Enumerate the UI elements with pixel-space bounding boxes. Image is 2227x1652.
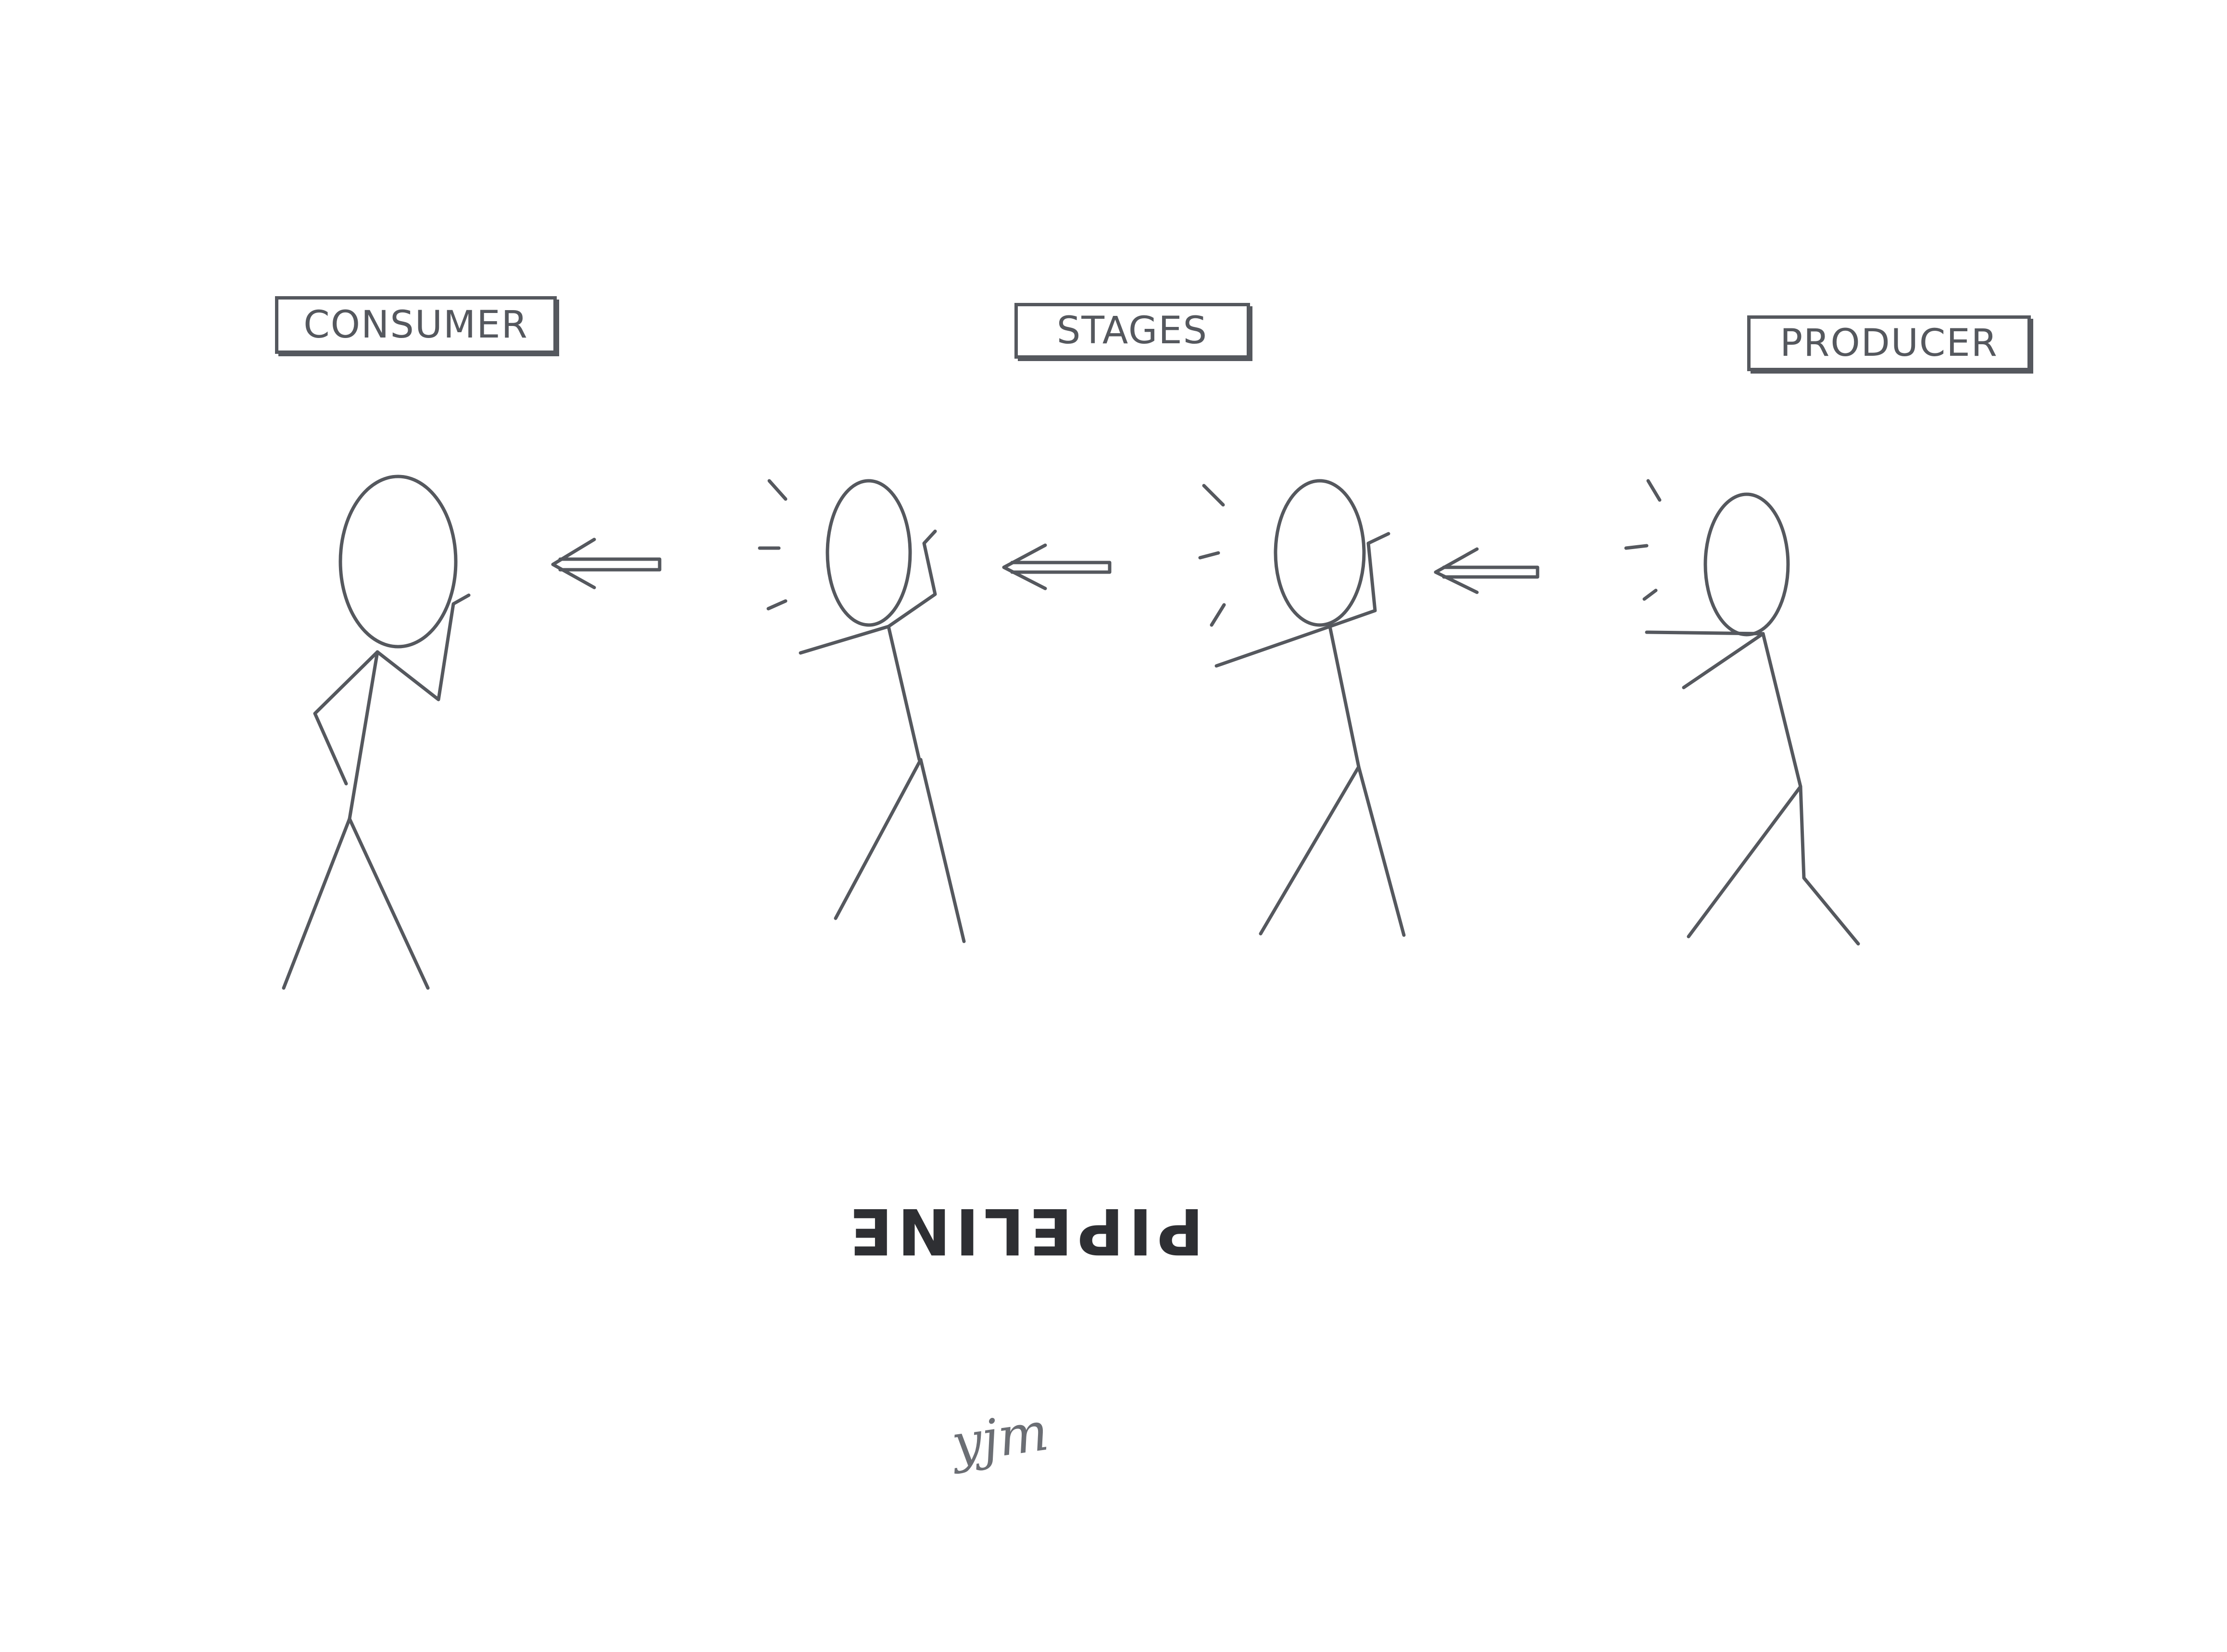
producer-left-arm (1682, 632, 1765, 689)
stage2-head (1274, 479, 1366, 627)
signature: yjm (948, 1400, 1052, 1475)
consumer-body (348, 650, 379, 821)
arrow-head (1434, 547, 1479, 594)
stage1-motion-lines (758, 479, 788, 611)
producer-right-arm (1645, 630, 1765, 636)
stage2-right-leg (1357, 765, 1406, 937)
stage1-left-arm (799, 625, 890, 655)
stage1-body (887, 625, 921, 762)
consumer-right-leg (348, 817, 430, 990)
stages-label: STAGES (1014, 303, 1250, 359)
arrow-shaft (1442, 565, 1539, 579)
consumer-left-leg (282, 817, 351, 990)
arrow-to-stage1 (1002, 543, 1112, 590)
producer-body (1761, 632, 1802, 788)
arrow-to-stage2 (1434, 547, 1539, 594)
arrow-shaft (1010, 561, 1112, 574)
stage2-right-arm (1328, 532, 1390, 628)
arrow-to-consumer (551, 538, 662, 589)
stage1-figure (758, 479, 966, 943)
consumer-left-arm (313, 650, 379, 786)
stage2-figure (1198, 479, 1406, 937)
consumer-head (338, 475, 458, 649)
arrow-head (551, 538, 596, 589)
producer-label: PRODUCER (1747, 315, 2031, 371)
consumer-right-arm (375, 593, 471, 701)
producer-right-leg (1799, 785, 1860, 946)
producer-left-leg (1687, 785, 1802, 939)
stage1-head (826, 479, 912, 627)
stage2-body (1328, 625, 1361, 769)
stage1-left-leg (834, 758, 923, 920)
consumer-figure (282, 475, 471, 990)
producer-motion-lines (1624, 479, 1662, 601)
consumer-label: CONSUMER (275, 296, 557, 354)
arrow-head (1002, 543, 1047, 590)
stage2-left-arm (1214, 625, 1332, 668)
stage1-right-arm (887, 529, 937, 628)
stage2-left-leg (1259, 765, 1361, 936)
stage1-right-leg (919, 758, 966, 943)
producer-head (1703, 492, 1790, 637)
arrow-shaft (558, 557, 662, 572)
pipeline-title: PIPELINE (844, 1194, 1204, 1268)
stage2-motion-lines (1198, 484, 1226, 627)
producer-figure (1624, 479, 1860, 946)
